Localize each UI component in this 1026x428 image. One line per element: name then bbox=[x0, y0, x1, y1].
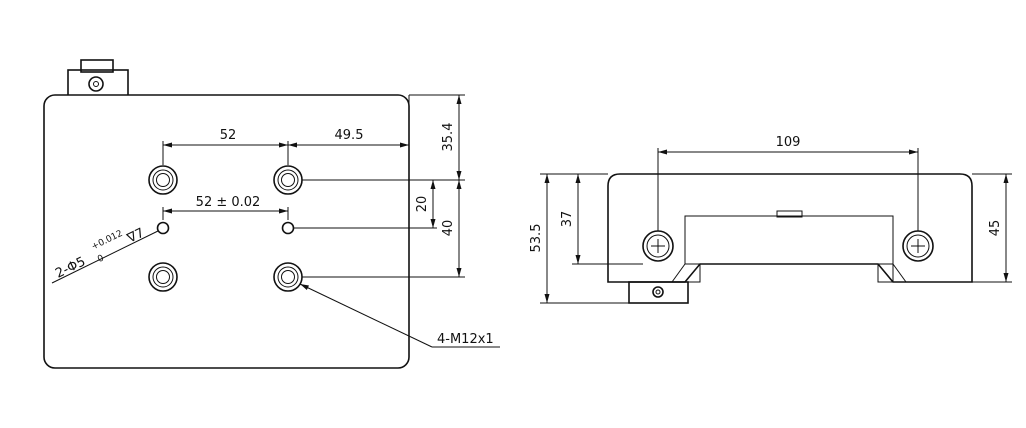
dim-35-4 bbox=[456, 95, 462, 180]
side-body bbox=[607, 173, 973, 283]
dim-20 bbox=[430, 180, 436, 228]
dim-52-49-5 bbox=[162, 95, 410, 165]
dim-label-hole-pitch: 40 bbox=[441, 220, 456, 237]
dowel-callout-leader bbox=[51, 230, 159, 284]
dowel-hole-right bbox=[281, 221, 295, 235]
dowel-callout-depth: ∇7 bbox=[124, 226, 147, 247]
side-foot-right bbox=[877, 263, 894, 283]
dim-label-overall-height: 53.5 bbox=[529, 224, 544, 253]
dim-label-pin-offset: 20 bbox=[415, 196, 430, 213]
dim-40 bbox=[456, 180, 462, 277]
dim-label-side-hole-spacing: 109 bbox=[776, 135, 801, 150]
dim-label-body-height: 45 bbox=[988, 220, 1003, 237]
side-hole-right bbox=[902, 230, 934, 262]
thread-callout-leader bbox=[299, 283, 500, 348]
dim-label-dowel-spacing: 52 ± 0.02 bbox=[196, 195, 261, 210]
side-tab bbox=[776, 210, 803, 218]
dim-label-top-offset: 35.4 bbox=[441, 123, 456, 152]
dim-45 bbox=[1003, 174, 1009, 282]
base-plate bbox=[43, 94, 410, 369]
dim-37 bbox=[575, 174, 581, 264]
threaded-hole-bottom-left bbox=[148, 262, 178, 292]
side-view: 109 53.5 37 45 bbox=[529, 135, 1012, 304]
dim-dowel-spacing bbox=[162, 207, 289, 220]
dim-label-edge-offset: 49.5 bbox=[335, 128, 364, 143]
side-recess bbox=[684, 215, 894, 264]
dim-label-hole-height: 37 bbox=[560, 211, 575, 228]
dowel-hole-left bbox=[156, 221, 170, 235]
dowel-callout-sub: 0 bbox=[96, 253, 106, 265]
side-hole-left bbox=[642, 230, 674, 262]
side-foot-left bbox=[685, 263, 701, 283]
threaded-hole-top-left bbox=[148, 165, 178, 195]
thread-callout: 4-M12x1 bbox=[437, 332, 494, 347]
dim-109 bbox=[657, 148, 919, 231]
plan-view: 52 49.5 52 ± 0.02 35.4 20 bbox=[43, 59, 500, 369]
dim-53-5 bbox=[544, 174, 550, 303]
connector-plug bbox=[67, 59, 129, 97]
side-connector bbox=[628, 281, 689, 304]
dim-label-hole-spacing: 52 bbox=[220, 128, 237, 143]
